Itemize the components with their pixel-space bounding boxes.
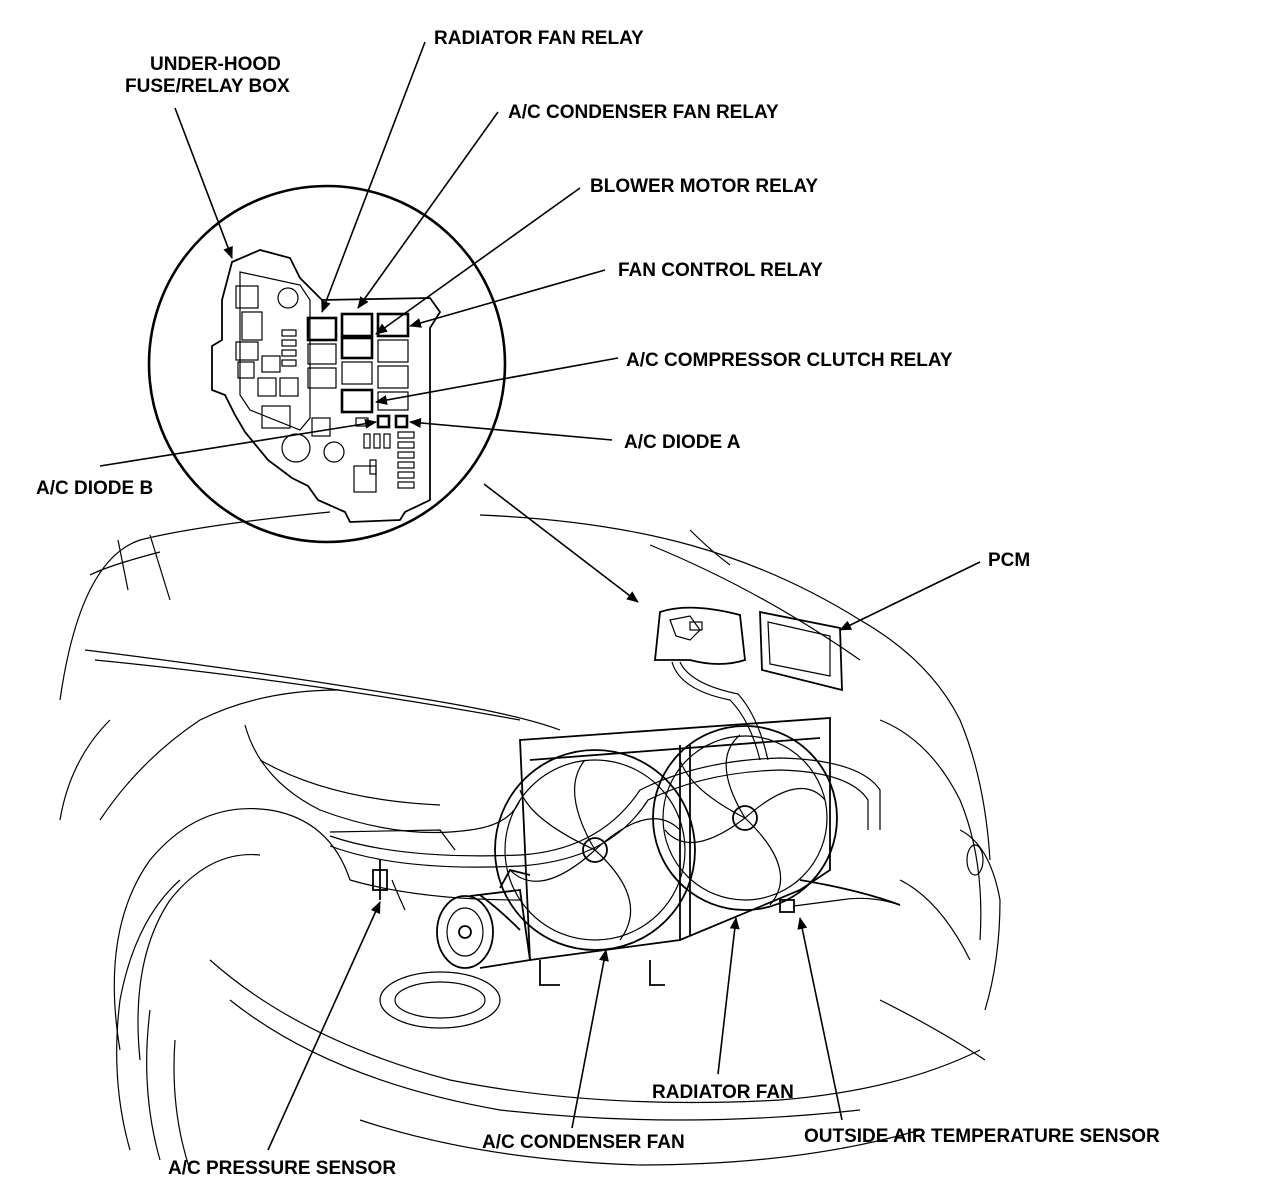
vehicle-body [59,511,1001,1171]
inset-circle [147,184,507,544]
label-blower-motor-relay: BLOWER MOTOR RELAY [590,176,818,197]
label-pcm: PCM [988,550,1030,571]
ac-diode-a-part [394,414,409,429]
outside-air-temp-sensor-part [779,897,901,913]
label-ac-diode-b: A/C DIODE B [36,478,153,499]
ac-pressure-sensor-part [372,860,406,911]
inset-pointer-arrow [483,483,639,603]
ac-condenser-fan-part [494,749,696,986]
radiator-assembly [329,717,901,986]
ac-compressor-clutch-relay-part [340,388,374,414]
label-ac-compressor-clutch-relay: A/C COMPRESSOR CLUTCH RELAY [626,350,953,371]
fuse-box-outline [211,249,442,523]
callout-labels: UNDER-HOOD FUSE/RELAY BOX RADIATOR FAN R… [36,28,1160,1179]
fuse-box-inset [147,184,507,544]
label-ac-condenser-fan-relay: A/C CONDENSER FAN RELAY [508,102,779,123]
label-under-hood-box-line1: UNDER-HOOD [150,54,281,75]
label-ac-pressure-sensor: A/C PRESSURE SENSOR [168,1158,396,1179]
ac-compressor [436,868,532,969]
radiator-fan-part [652,725,838,911]
radiator-fan-relay-part [306,316,338,342]
label-under-hood-box-line2: FUSE/RELAY BOX [125,76,290,97]
label-radiator-fan: RADIATOR FAN [652,1082,794,1103]
pcm-assembly [654,606,843,761]
label-radiator-fan-relay: RADIATOR FAN RELAY [434,28,644,49]
callout-leaders [99,41,981,1151]
label-ac-diode-a: A/C DIODE A [624,432,741,453]
fan-control-relay-part [376,312,410,338]
ac-condenser-fan-relay-part [340,336,374,360]
label-ac-condenser-fan: A/C CONDENSER FAN [482,1132,685,1153]
label-fan-control-relay: FAN CONTROL RELAY [618,260,823,281]
ac-diode-b-part [376,414,391,429]
label-outside-air-temp-sensor: OUTSIDE AIR TEMPERATURE SENSOR [804,1126,1160,1147]
